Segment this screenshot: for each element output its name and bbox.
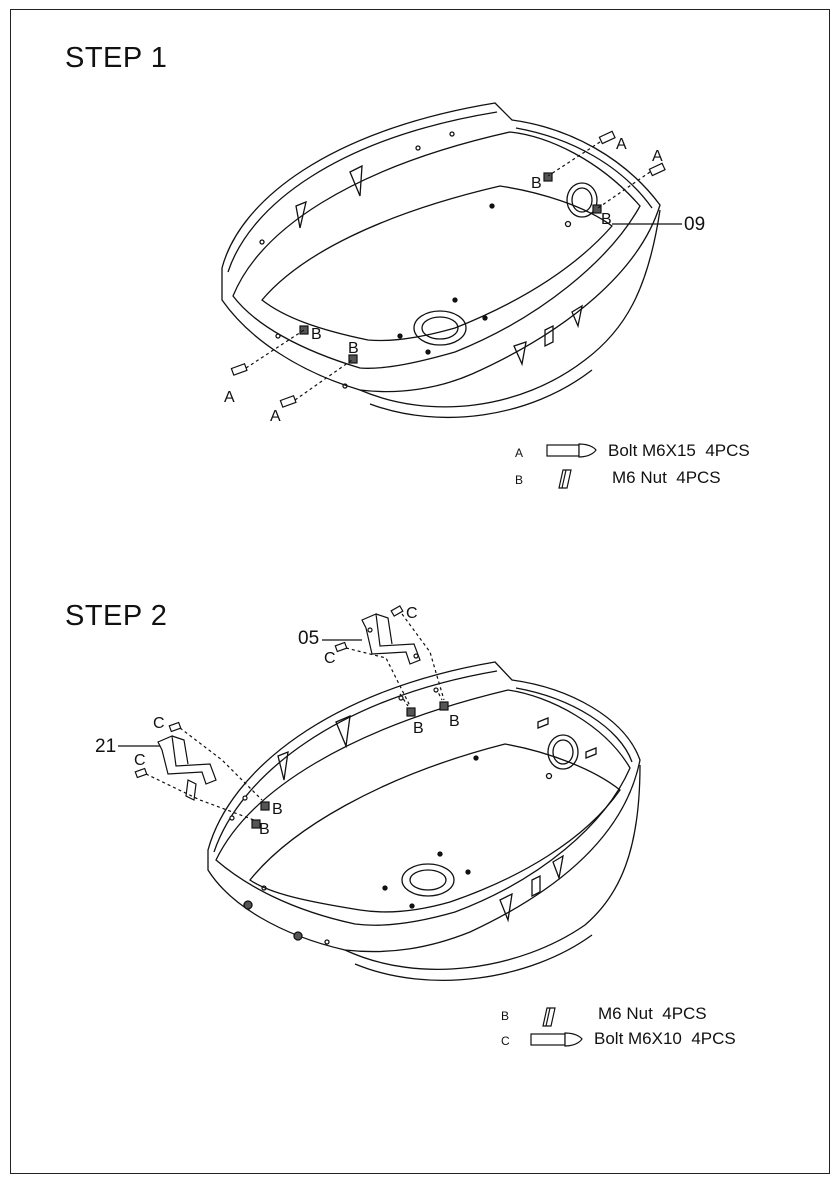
step-1-tray — [221, 102, 661, 418]
part-label-09: 09 — [684, 214, 705, 235]
callout-b: B — [259, 821, 270, 838]
step-1-callouts: A A A A B B B B 09 — [224, 136, 705, 425]
bolt-a-2 — [648, 162, 666, 177]
step-1-title: STEP 1 — [65, 42, 168, 74]
page-frame — [10, 9, 830, 1174]
bolt-icon — [546, 443, 597, 458]
part-label-05: 05 — [298, 628, 319, 649]
nut-b-1 — [406, 707, 416, 717]
bracket-05 — [361, 613, 421, 665]
callout-b: B — [272, 801, 283, 818]
step-2-callouts: C C C C B B B B 05 21 — [95, 605, 460, 838]
legend-code: C — [501, 1034, 510, 1048]
nut-b-1 — [543, 172, 553, 182]
bolt-a-4 — [279, 395, 297, 408]
legend-code: B — [501, 1009, 510, 1023]
callout-a: A — [652, 148, 663, 165]
nut-b-3 — [299, 325, 309, 335]
callout-a: A — [270, 408, 281, 425]
nut-b-2 — [439, 701, 449, 711]
bolt-a-1 — [598, 130, 616, 145]
nut-b-4 — [348, 354, 358, 364]
bracket-21 — [157, 735, 217, 801]
callout-b: B — [601, 211, 612, 228]
callout-c: C — [134, 752, 146, 769]
callout-a: A — [616, 136, 627, 153]
callout-b: B — [449, 713, 460, 730]
step-2-hardware — [118, 605, 449, 829]
callout-c: C — [406, 605, 418, 622]
nut-b-2 — [592, 204, 602, 214]
nut-b-4 — [251, 819, 261, 829]
callout-a: A — [224, 389, 235, 406]
bolt-icon — [530, 1032, 583, 1047]
callout-b: B — [311, 326, 322, 343]
part-label-21: 21 — [95, 736, 116, 757]
legend-code: B — [515, 473, 524, 487]
step-1-hardware — [230, 130, 682, 408]
step-2-legend-icons — [530, 1007, 583, 1047]
legend-text: M6 Nut 4PCS — [598, 1004, 707, 1023]
bolt-a-3 — [230, 363, 248, 376]
nut-b-3 — [260, 801, 270, 811]
callout-b: B — [348, 340, 359, 357]
nut-icon — [558, 469, 572, 489]
callout-c: C — [153, 715, 165, 732]
bolt-c-1 — [390, 605, 404, 617]
step-1-legend-icons — [546, 443, 597, 489]
nut-icon — [542, 1007, 556, 1027]
legend-text: Bolt M6X15 4PCS — [608, 441, 750, 460]
legend-text: Bolt M6X10 4PCS — [594, 1029, 736, 1048]
callout-b: B — [413, 720, 424, 737]
step-2-title: STEP 2 — [65, 600, 168, 632]
bolt-c-4 — [134, 767, 148, 779]
legend-text: M6 Nut 4PCS — [612, 468, 721, 487]
step-2-tray — [207, 661, 641, 981]
callout-b: B — [531, 175, 542, 192]
bolt-c-3 — [168, 721, 182, 733]
legend-code: A — [515, 446, 524, 460]
bolt-c-2 — [334, 641, 348, 653]
callout-c: C — [324, 650, 336, 667]
